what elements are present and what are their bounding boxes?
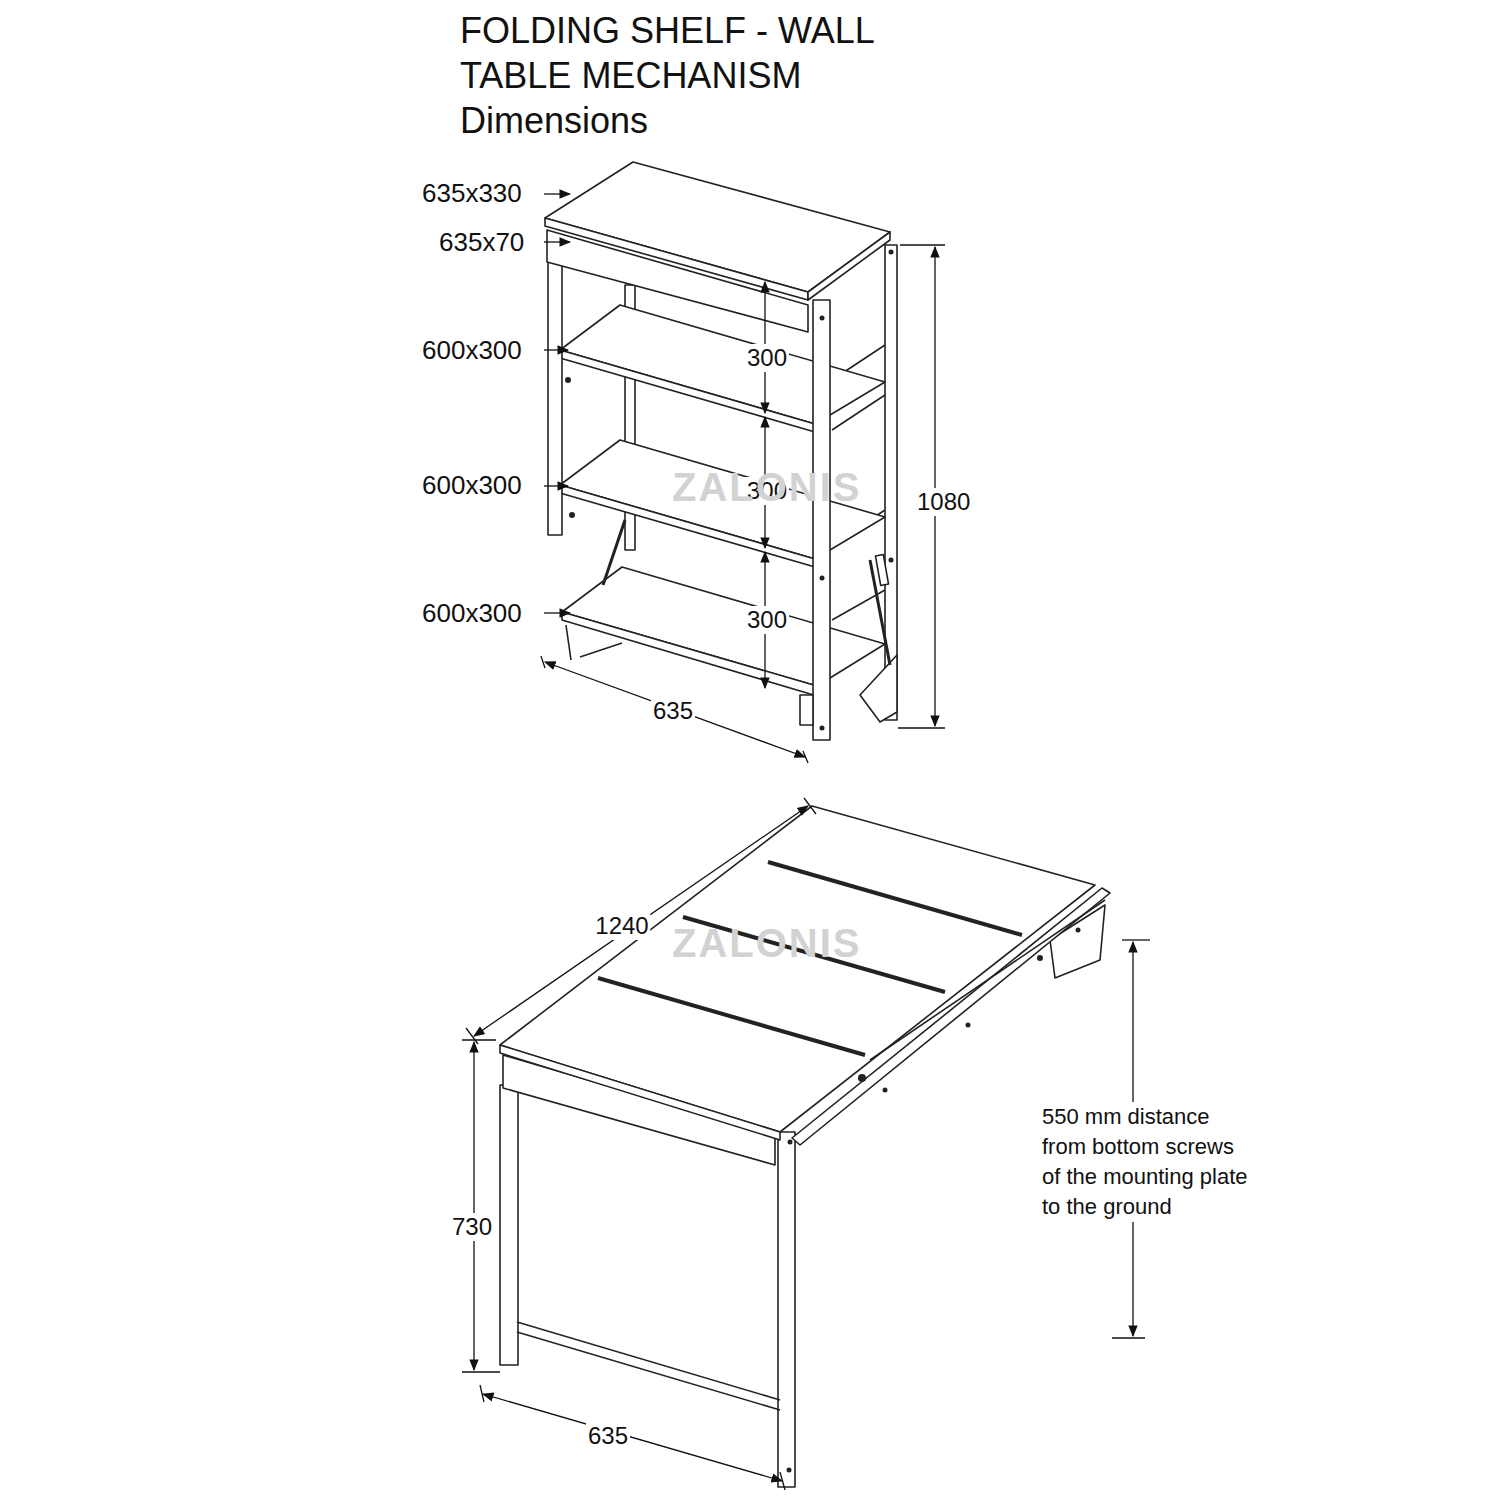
title: FOLDING SHELF - WALL TABLE MECHANISM Dim… — [460, 8, 900, 143]
dimension-value: 635 — [586, 1422, 630, 1450]
top-board-edge — [808, 232, 890, 300]
extension-line — [900, 244, 945, 245]
mounting-plate — [860, 655, 897, 722]
leg-crossbar — [517, 1332, 780, 1410]
leader-arrow — [544, 241, 570, 242]
watermark-holder: ZALONIS — [672, 920, 862, 966]
part-size-holder: 600x300 — [420, 599, 524, 629]
extension-line — [466, 1028, 478, 1044]
leader-arrow — [544, 485, 568, 486]
part-size: 635x70 — [437, 228, 526, 258]
part-size: 600x300 — [420, 471, 524, 501]
dimension-value-holder: 635 — [651, 697, 695, 725]
leaf-seam — [598, 978, 865, 1055]
dimension-value: 1080 — [915, 488, 972, 516]
part-size-holder: 635x70 — [437, 228, 526, 258]
watermark: ZALONIS — [672, 920, 862, 966]
part-size-holder: 600x300 — [420, 336, 524, 366]
dimension-value-holder: 300 — [745, 344, 789, 372]
title-holder: FOLDING SHELF - WALL TABLE MECHANISM Dim… — [460, 8, 900, 143]
watermark: ZALONIS — [672, 464, 862, 510]
fold-bracket — [580, 643, 622, 657]
extension-line — [462, 1039, 496, 1040]
extension-line — [898, 727, 945, 728]
dimension-line — [473, 1042, 474, 1370]
leader-arrow — [544, 612, 570, 613]
front-left-leg — [548, 262, 562, 535]
extension-line — [804, 798, 816, 814]
watermark-holder: ZALONIS — [672, 464, 862, 510]
leader-arrow — [544, 349, 568, 350]
dimension-line — [483, 1394, 782, 1481]
extension-line — [541, 656, 545, 668]
dimension-value: 300 — [745, 344, 789, 372]
front-right-leg — [813, 300, 830, 740]
dimension-note-holder: 550 mm distance from bottom screws of th… — [1040, 1102, 1254, 1222]
part-size: 635x330 — [420, 179, 524, 209]
dimension-value: 730 — [450, 1213, 494, 1241]
dimension-value-holder: 635 — [586, 1422, 630, 1450]
table-left-leg — [500, 1085, 518, 1365]
leg-foot — [800, 695, 813, 725]
part-size-holder: 600x300 — [420, 471, 524, 501]
leg-crossbar — [517, 1322, 780, 1400]
dimension-value: 1240 — [593, 912, 650, 940]
extension-line — [1112, 1337, 1145, 1338]
fold-bracket — [566, 625, 571, 660]
extension-line — [1122, 939, 1150, 940]
dimension-value-holder: 1080 — [915, 488, 972, 516]
dimension-value-holder: 730 — [450, 1213, 494, 1241]
leader-arrow — [544, 193, 570, 194]
dimension-value: 300 — [745, 606, 789, 634]
table-right-leg — [778, 1132, 795, 1487]
dimension-value-holder: 300 — [745, 606, 789, 634]
extension-line — [462, 1371, 500, 1372]
top-board-edge — [545, 218, 808, 300]
dimension-line — [934, 247, 935, 726]
part-size: 600x300 — [420, 336, 524, 366]
part-size: 600x300 — [420, 599, 524, 629]
gas-spring — [603, 520, 625, 585]
table-top-edge — [500, 1045, 780, 1140]
dimension-line — [545, 662, 805, 757]
dimension-note: 550 mm distance from bottom screws of th… — [1040, 1102, 1254, 1222]
part-size-holder: 635x330 — [420, 179, 524, 209]
dimension-value: 635 — [651, 697, 695, 725]
gas-spring-cylinder — [875, 555, 888, 586]
dimension-value-holder: 1240 — [593, 912, 650, 940]
